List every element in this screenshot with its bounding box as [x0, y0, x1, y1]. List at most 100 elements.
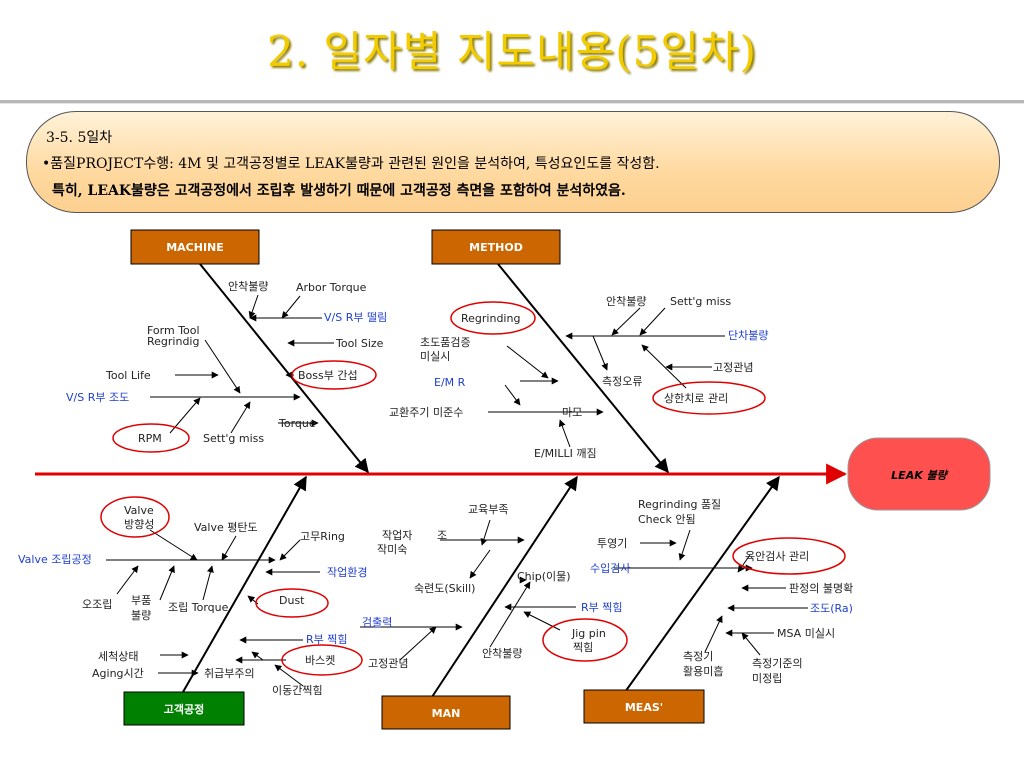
arrow-n8 — [399, 626, 437, 661]
arrow-c15 — [274, 664, 304, 687]
man-cause-6: 검출력 — [362, 616, 392, 629]
customer-cause-7b: 불량 — [131, 609, 151, 622]
circle-dust — [255, 588, 329, 618]
summary-box — [26, 111, 1000, 213]
circle-valve — [100, 496, 170, 538]
customer-cause-2: Valve 평탄도 — [194, 521, 258, 534]
arrow-s3 — [737, 554, 751, 573]
arrow-c14 — [251, 651, 264, 661]
machine-cause-1: 안착불량 — [228, 280, 268, 293]
meas-cause-8a: 측정기 — [683, 650, 713, 663]
arrow-m1 — [248, 294, 259, 319]
circle-rpm — [112, 423, 190, 453]
machine-cause-3: V/S R부 떨림 — [324, 311, 387, 324]
man-cause-5: R부 찍힘 — [581, 601, 623, 614]
arrow-c8 — [202, 565, 214, 601]
customer-cause-6: 오조립 — [82, 598, 112, 611]
customer-cause-15: 이동간찍힘 — [272, 684, 323, 697]
meas-label: MEAS' — [625, 701, 663, 714]
customer-cause-8: 조립 Torque — [168, 601, 229, 614]
customer-cause-9: Dust — [279, 594, 305, 607]
machine-cause-10: RPM — [138, 432, 162, 445]
man-box — [381, 695, 511, 730]
circle-visual-inspect — [732, 537, 846, 575]
meas-cause-4: 수입검사 — [590, 562, 630, 575]
meas-cause-7: MSA 미실시 — [777, 627, 835, 640]
machine-cause-9: Torque — [278, 417, 316, 430]
page-title: 2. 일자별 지도내용(5일차) — [266, 27, 758, 76]
effect-box — [847, 437, 991, 511]
meas-cause-2: 투영기 — [597, 537, 627, 550]
man-cause-2c: 작미숙 — [377, 543, 407, 556]
arrow-n1 — [480, 519, 491, 546]
meas-cause-9a: 측정기준의 — [752, 657, 803, 670]
arrow-s8 — [704, 615, 723, 653]
arrow-m2 — [281, 295, 301, 319]
meas-box — [583, 689, 705, 724]
machine-cause-11: Sett'g miss — [203, 432, 264, 445]
arrow-c6 — [116, 565, 139, 595]
customer-cause-12: 바스켓 — [305, 654, 335, 667]
arrow-c7 — [159, 565, 175, 601]
machine-cause-4a: Form Tool — [147, 324, 200, 337]
arrow-c3 — [279, 539, 301, 561]
summary-line-2: •품질PROJECT수행: 4M 및 고객공정별로 LEAK불량과 관련된 원인… — [42, 156, 660, 172]
customer-label: 고객공정 — [164, 702, 204, 716]
customer-cause-1b: 방향성 — [124, 518, 154, 531]
summary-line-1: 3-5. 5일차 — [46, 130, 113, 146]
man-cause-7b: 찍힘 — [573, 641, 593, 654]
man-cause-1: 교육부족 — [468, 503, 508, 516]
circle-basket — [281, 644, 363, 676]
man-cause-2b: 조 — [437, 529, 447, 542]
method-cause-8: 측정오류 — [602, 375, 642, 388]
arrow-t7 — [592, 335, 608, 371]
machine-cause-6: Tool Life — [105, 369, 151, 382]
method-cause-9: 상한치로 관리 — [664, 392, 728, 405]
meas-cause-5: 판정의 불명확 — [789, 582, 853, 595]
customer-cause-10: R부 찍힘 — [306, 633, 348, 646]
method-cause-6: 고정관념 — [713, 361, 753, 374]
arrow-t2 — [639, 307, 666, 336]
man-cause-8: 고정관념 — [368, 657, 408, 670]
bone-man — [429, 475, 578, 701]
method-cause-11: 마모 — [562, 406, 582, 419]
arrow-m4 — [204, 339, 241, 394]
arrow-t10 — [504, 384, 521, 406]
man-label: MAN — [432, 707, 461, 720]
man-cause-4: 숙련도(Skill) — [414, 582, 475, 595]
method-cause-10: 교환주기 미준수 — [389, 406, 463, 419]
method-cause-2: 안착불량 — [606, 295, 646, 308]
circle-regrinding — [450, 301, 536, 335]
arrow-t8 — [641, 344, 687, 389]
customer-cause-13: Aging시간 — [92, 667, 144, 680]
meas-cause-3: 육안검사 관리 — [745, 550, 809, 563]
method-cause-7: E/M R — [434, 376, 466, 389]
machine-cause-8: V/S R부 조도 — [66, 391, 129, 404]
circle-boss — [291, 360, 377, 390]
customer-cause-5: 작업환경 — [327, 566, 367, 579]
arrow-t11 — [558, 419, 571, 448]
man-cause-9: 안착불량 — [482, 647, 522, 660]
title-divider — [0, 100, 1024, 104]
arrow-n4 — [469, 549, 491, 579]
meas-cause-1a: Regrinding 품질 — [638, 498, 721, 511]
machine-label: MACHINE — [166, 241, 224, 254]
customer-cause-1a: Valve — [124, 504, 154, 517]
customer-cause-3: 고무Ring — [300, 530, 345, 543]
customer-box — [123, 691, 245, 726]
arrow-s9 — [741, 632, 761, 656]
method-label: METHOD — [469, 241, 523, 254]
arrow-c2 — [221, 535, 237, 561]
arrow-m11 — [230, 401, 251, 434]
summary-line-3: 특히, LEAK불량은 고객공정에서 조립후 발생하기 때문에 고객공정 측면을… — [52, 183, 626, 199]
method-cause-4a: 초도품검증 — [420, 336, 471, 349]
arrow-n9 — [489, 581, 531, 648]
machine-cause-5: Tool Size — [335, 337, 384, 350]
customer-cause-7a: 부품 — [131, 594, 151, 607]
arrow-n7 — [523, 611, 561, 631]
arrow-t1 — [611, 307, 641, 336]
method-cause-5: 단차불량 — [728, 329, 768, 342]
customer-cause-4: Valve 조립공정 — [18, 553, 92, 566]
man-cause-2a: 작업자 — [382, 529, 412, 542]
